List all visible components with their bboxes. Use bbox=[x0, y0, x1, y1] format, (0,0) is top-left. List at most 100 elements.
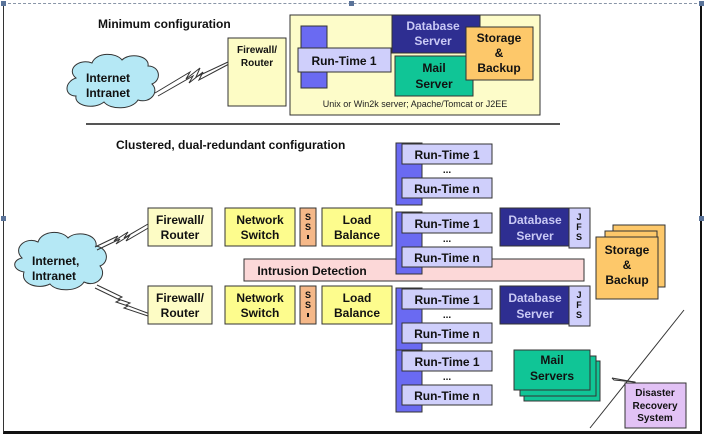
runtime-ellipsis: ... bbox=[443, 165, 452, 176]
ssl-letter-l bbox=[307, 313, 309, 317]
resize-handle[interactable] bbox=[1, 1, 6, 6]
runtime-ellipsis: ... bbox=[443, 372, 452, 383]
jfs-letter: J bbox=[576, 212, 581, 222]
storage-label-line3: Backup bbox=[605, 273, 648, 287]
firewall-router-minimum: Firewall/ Router bbox=[227, 37, 287, 107]
database-label-line2: Server bbox=[516, 307, 554, 321]
runtime-last-label: Run-Time n bbox=[414, 327, 480, 341]
load-balance-label-line2: Balance bbox=[334, 228, 380, 242]
runtime-cluster: Run-Time 1... Run-Time n bbox=[395, 287, 493, 351]
ssl-letter-l bbox=[307, 235, 309, 239]
runtime-first-label: Run-Time 1 bbox=[414, 148, 479, 162]
firewall-label-line2: Router bbox=[161, 228, 200, 242]
database-label-line1: Database bbox=[508, 213, 562, 227]
cloud-label-line2: Intranet bbox=[86, 86, 130, 100]
intrusion-label: Intrusion Detection bbox=[257, 264, 366, 278]
firewall-router: Firewall/Router bbox=[147, 207, 213, 247]
cloud-label-line1: Internet, bbox=[32, 254, 79, 268]
jfs-letter: J bbox=[576, 290, 581, 300]
runtime-ellipsis: ... bbox=[443, 234, 452, 245]
runtime-last-label: Run-Time n bbox=[414, 251, 480, 265]
resize-handle[interactable] bbox=[699, 216, 704, 221]
mail-label-line2: Server bbox=[415, 77, 453, 91]
disaster-label-line3: System bbox=[637, 413, 673, 424]
database-label-line1: Database bbox=[406, 19, 460, 33]
jfs-module: JFS bbox=[568, 207, 591, 249]
storage-backup-minimum: Storage & Backup bbox=[465, 26, 534, 81]
resize-handle[interactable] bbox=[699, 1, 704, 6]
jfs-module: JFS bbox=[568, 285, 591, 327]
jfs-letter: F bbox=[576, 300, 582, 310]
storage-label-line2: & bbox=[495, 46, 504, 60]
runtime-first-label: Run-Time 1 bbox=[414, 293, 479, 307]
ssl-letter: S bbox=[305, 300, 311, 310]
runtime-cluster: Run-Time 1... Run-Time n bbox=[395, 349, 493, 413]
firewall-label-line2: Router bbox=[161, 306, 200, 320]
runtime-cluster: Run-Time 1... Run-Time n bbox=[395, 211, 493, 275]
storage-label-line1: Storage bbox=[477, 31, 522, 45]
cloud-label-line1: Internet bbox=[86, 71, 130, 85]
database-server-minimum: Database Server bbox=[391, 14, 481, 54]
ssl-module: SS bbox=[299, 207, 317, 247]
runtime-cluster: Run-Time 1... Run-Time n bbox=[395, 142, 493, 206]
server-panel-caption: Unix or Win2k server; Apache/Tomcat or J… bbox=[323, 99, 508, 109]
storage-label-line1: Storage bbox=[605, 243, 650, 257]
runtime-minimum: Run-Time 1 bbox=[297, 25, 392, 89]
lightning-link-icon bbox=[94, 223, 149, 248]
runtime-last-label: Run-Time n bbox=[414, 389, 480, 403]
mail-label-line2: Servers bbox=[530, 369, 574, 383]
mail-label-line1: Mail bbox=[422, 61, 445, 75]
runtime-ellipsis: ... bbox=[443, 310, 452, 321]
resize-handle[interactable] bbox=[349, 1, 354, 6]
mail-server-minimum: Mail Server bbox=[394, 55, 474, 97]
database-label-line2: Server bbox=[414, 34, 452, 48]
jfs-letter: S bbox=[576, 310, 582, 320]
runtime-last-label: Run-Time n bbox=[414, 182, 480, 196]
switch-label-line1: Network bbox=[236, 291, 284, 305]
database-label-line1: Database bbox=[508, 291, 562, 305]
storage-backup-clustered: Storage & Backup bbox=[595, 224, 666, 300]
storage-label-line3: Backup bbox=[477, 61, 520, 75]
lightning-link-icon bbox=[94, 287, 149, 317]
ssl-letter: S bbox=[305, 222, 311, 232]
jfs-letter: S bbox=[576, 232, 582, 242]
firewall-label-line1: Firewall/ bbox=[156, 213, 205, 227]
switch-label-line2: Switch bbox=[241, 228, 280, 242]
firewall-router: Firewall/Router bbox=[147, 285, 213, 325]
load-balance-label-line2: Balance bbox=[334, 306, 380, 320]
internet-cloud-clustered: Internet, Intranet bbox=[14, 232, 107, 291]
database-label-line2: Server bbox=[516, 229, 554, 243]
firewall-label-line1: Firewall/ bbox=[237, 45, 277, 56]
firewall-label-line1: Firewall/ bbox=[156, 291, 205, 305]
runtime-first-label: Run-Time 1 bbox=[414, 355, 479, 369]
mail-servers-clustered: Mail Servers bbox=[513, 349, 601, 402]
storage-label-line2: & bbox=[623, 258, 632, 272]
load-balance-label-line1: Load bbox=[343, 213, 372, 227]
load-balance-label-line1: Load bbox=[343, 291, 372, 305]
mail-label-line1: Mail bbox=[540, 353, 563, 367]
runtime-first-label: Run-Time 1 bbox=[414, 217, 479, 231]
resize-handle[interactable] bbox=[1, 216, 6, 221]
ssl-letter: S bbox=[305, 290, 311, 300]
disaster-label-line1: Disaster bbox=[635, 388, 675, 399]
clustered-config-title: Clustered, dual-redundant configuration bbox=[116, 138, 345, 152]
ssl-letter: S bbox=[305, 212, 311, 222]
internet-cloud-minimum: Internet Intranet bbox=[66, 53, 159, 109]
disaster-divider-line bbox=[589, 309, 685, 429]
disaster-label-line2: Recovery bbox=[632, 401, 677, 412]
ssl-module: SS bbox=[299, 285, 317, 325]
cloud-label-line2: Intranet bbox=[32, 269, 76, 283]
cloud-icon bbox=[66, 53, 159, 109]
runtime-label: Run-Time 1 bbox=[311, 54, 376, 68]
switch-label-line2: Switch bbox=[241, 306, 280, 320]
